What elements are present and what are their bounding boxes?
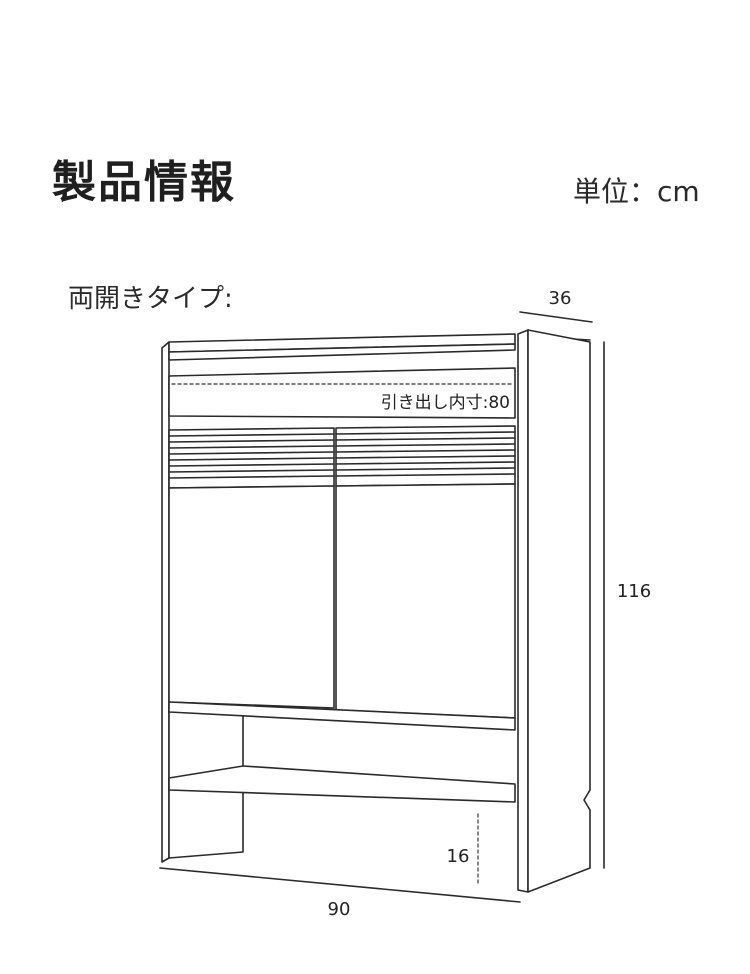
- unit-label: 単位：cm: [573, 175, 700, 208]
- height-label: 116: [617, 581, 651, 602]
- door-left: [168, 485, 335, 709]
- drawer-note: 引き出し内寸:80: [381, 393, 510, 413]
- door-right: [335, 483, 516, 719]
- louver-panel-left: [168, 427, 335, 489]
- middle-shelf: [168, 701, 516, 731]
- depth-dimension-line: [519, 311, 593, 323]
- top-board: [168, 333, 516, 361]
- width-dimension-line: [159, 867, 521, 903]
- depth-label: 36: [549, 288, 572, 309]
- width-label: 90: [328, 899, 351, 920]
- bottom-shelf: [168, 765, 516, 803]
- page-title: 製品情報: [52, 157, 236, 208]
- drawer-front: [168, 367, 516, 419]
- right-side-panel: [517, 329, 529, 893]
- right-side-depth: [527, 329, 591, 893]
- louver-panel-right: [335, 425, 516, 487]
- type-label: 両開きタイプ:: [68, 284, 233, 314]
- floor-clearance-label: 16: [447, 846, 470, 867]
